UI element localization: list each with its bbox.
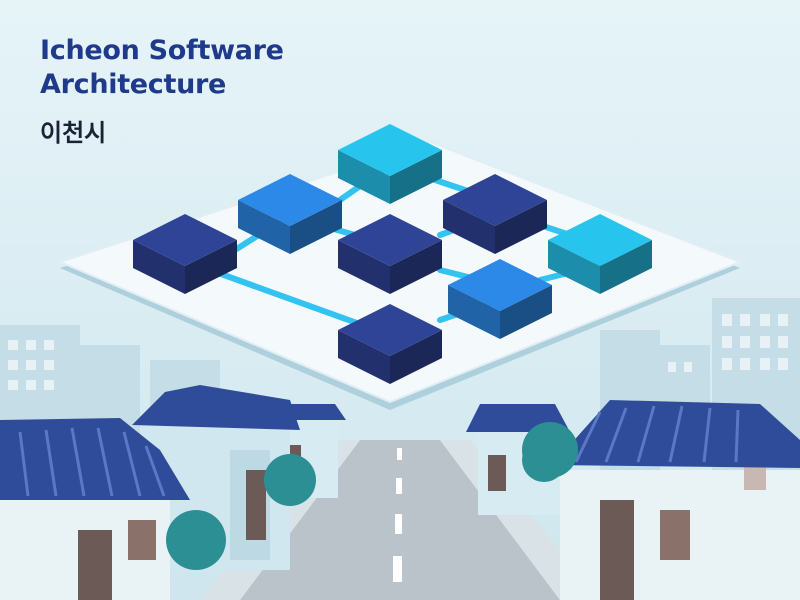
network-cube-icon [338,124,442,204]
title-line-2: Architecture [40,69,227,100]
network-cube-icon [338,304,442,384]
network-cube-icon [238,174,342,254]
network-cube-icon [443,174,547,254]
network-cube-icon [338,214,442,294]
tree-icon [264,454,316,506]
network-cube-icon [548,214,652,294]
hanok-left-front [0,418,226,600]
roof-tiles [574,405,740,463]
tree-icon [166,510,226,570]
title-block: Icheon Software Architecture 이천시 [40,34,284,148]
hanok-right-front [522,400,800,600]
network-cube-icon [448,259,552,339]
tree-icon [522,422,578,478]
title-line-1: Icheon Software [40,35,284,66]
hanok-roof-icon [132,385,300,430]
cube-network [133,124,652,384]
subtitle-korean: 이천시 [40,119,107,147]
network-cube-icon [133,214,237,294]
road-markings [393,448,402,582]
roof-tiles [18,427,166,497]
building-windows [8,314,788,390]
